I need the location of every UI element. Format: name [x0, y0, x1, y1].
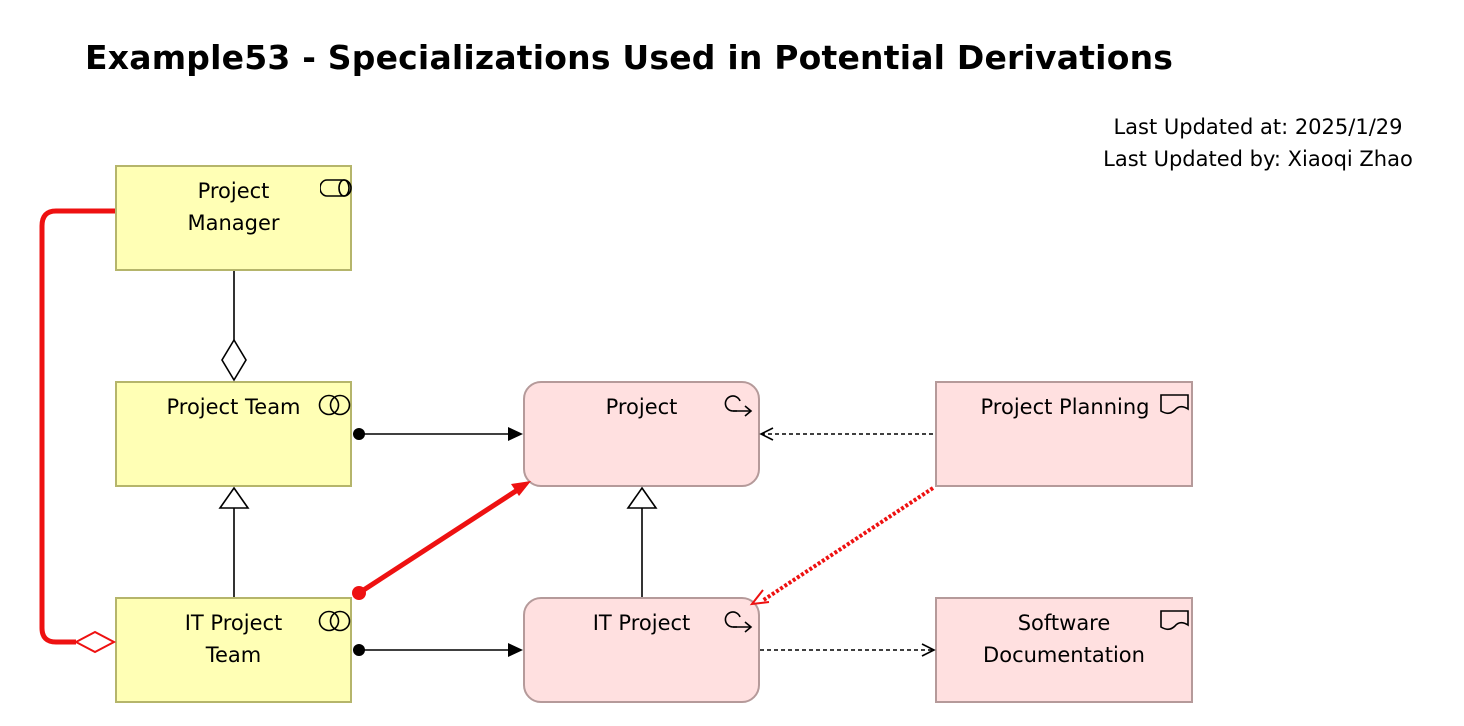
specialization-it-team-team	[218, 486, 250, 597]
specialization-itproject-project	[626, 486, 658, 597]
business-event-icon	[724, 395, 753, 417]
business-role-icon	[320, 179, 352, 197]
access-itproject-documentation	[760, 643, 936, 657]
aggregation-manager-team	[221, 271, 247, 382]
node-it-project[interactable]: IT Project	[523, 597, 760, 703]
node-it-project-team[interactable]: IT Project Team	[115, 597, 352, 703]
node-software-documentation[interactable]: Software Documentation	[935, 597, 1193, 703]
business-collaboration-icon	[318, 394, 351, 416]
business-object-icon	[1160, 610, 1189, 631]
node-label: Software	[1017, 611, 1111, 635]
last-updated-by: Last Updated by: Xiaoqi Zhao	[1103, 147, 1413, 171]
business-object-icon	[1160, 394, 1189, 415]
business-event-icon	[724, 611, 753, 633]
node-label: Project	[197, 179, 270, 203]
access-planning-project	[759, 427, 933, 441]
node-label: Project Team	[166, 395, 301, 419]
node-project-planning[interactable]: Project Planning	[935, 381, 1193, 487]
node-project[interactable]: Project	[523, 381, 760, 487]
business-collaboration-icon	[318, 610, 351, 632]
assignment-team-project	[353, 427, 523, 441]
node-label: Manager	[187, 211, 280, 235]
node-label: Project	[605, 395, 678, 419]
node-label: Documentation	[983, 643, 1145, 667]
derived-access-planning-itproject	[749, 486, 935, 606]
derived-assignment-itteam-project	[352, 481, 531, 600]
assignment-itteam-itproject	[353, 643, 523, 657]
node-label: Project Planning	[980, 395, 1150, 419]
derived-aggregation-manager-itteam	[39, 208, 117, 654]
node-project-team[interactable]: Project Team	[115, 381, 352, 487]
node-label: IT Project	[184, 611, 283, 635]
node-project-manager[interactable]: Project Manager	[115, 165, 352, 271]
node-label: IT Project	[592, 611, 691, 635]
page-title: Example53 - Specializations Used in Pote…	[85, 38, 1174, 77]
node-label: Team	[205, 643, 262, 667]
last-updated-at: Last Updated at: 2025/1/29	[1113, 115, 1403, 139]
